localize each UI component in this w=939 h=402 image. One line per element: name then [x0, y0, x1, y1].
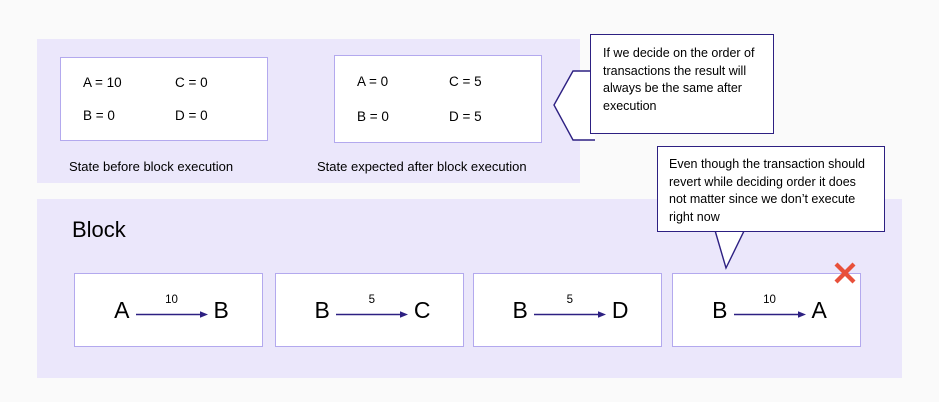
block-title: Block — [72, 217, 126, 242]
state-box-before: A = 10 C = 0 B = 0 D = 0 — [60, 57, 268, 141]
callout-revert-text: Even though the transaction should rever… — [669, 157, 865, 224]
arrow-right-icon — [335, 311, 408, 318]
state-cell-c-after: C = 5 — [449, 73, 482, 89]
state-cell-b-before: B = 0 — [83, 107, 115, 123]
transaction-amount-4: 10 — [763, 294, 776, 306]
transaction-arrow-2: 5 — [335, 294, 408, 323]
arrow-right-icon — [733, 311, 806, 318]
callout-revert: Even though the transaction should rever… — [657, 146, 885, 232]
transaction-amount-1: 10 — [165, 294, 178, 306]
transaction-amount-3: 5 — [566, 294, 574, 306]
transaction-content-2: B 5 C — [276, 274, 463, 346]
transaction-to-2: C — [413, 296, 431, 323]
transaction-to-4: A — [811, 296, 827, 323]
transaction-box-3: B 5 D — [473, 273, 662, 347]
transaction-box-2: B 5 C — [275, 273, 464, 347]
transaction-content-3: B 5 D — [474, 274, 661, 346]
transaction-arrow-4: 10 — [733, 294, 806, 323]
transaction-content-1: A 10 B — [75, 274, 262, 346]
state-cell-a-after: A = 0 — [357, 73, 389, 89]
arrow-right-icon — [533, 311, 606, 318]
state-cell-c-before: C = 0 — [175, 74, 208, 90]
transaction-to-3: D — [611, 296, 629, 323]
transaction-from-2: B — [314, 296, 330, 323]
transaction-box-4: B 10 A — [672, 273, 861, 347]
callout-down-tail-icon — [692, 226, 778, 270]
transaction-from-4: B — [712, 296, 728, 323]
transaction-box-1: A 10 B — [74, 273, 263, 347]
red-x-icon — [834, 262, 856, 284]
transaction-arrow-3: 5 — [533, 294, 606, 323]
arrow-right-icon — [135, 311, 208, 318]
state-cell-a-before: A = 10 — [83, 74, 122, 90]
callout-order: If we decide on the order of transaction… — [590, 34, 774, 134]
caption-state-after: State expected after block execution — [317, 159, 527, 174]
transaction-from-3: B — [512, 296, 528, 323]
state-cell-d-after: D = 5 — [449, 108, 482, 124]
transaction-from-1: A — [114, 296, 130, 323]
callout-left-tail-icon — [553, 70, 595, 141]
caption-state-before: State before block execution — [69, 159, 234, 174]
state-cell-d-before: D = 0 — [175, 107, 208, 123]
state-box-after: A = 0 C = 5 B = 0 D = 5 — [334, 55, 542, 143]
transaction-amount-2: 5 — [368, 294, 376, 306]
state-grid-after: A = 0 C = 5 B = 0 D = 5 — [335, 56, 541, 142]
state-cell-b-after: B = 0 — [357, 108, 389, 124]
transaction-arrow-1: 10 — [135, 294, 208, 323]
state-grid-before: A = 10 C = 0 B = 0 D = 0 — [61, 58, 267, 140]
transaction-content-4: B 10 A — [673, 274, 860, 346]
callout-order-text: If we decide on the order of transaction… — [603, 46, 755, 113]
transaction-to-1: B — [213, 296, 229, 323]
